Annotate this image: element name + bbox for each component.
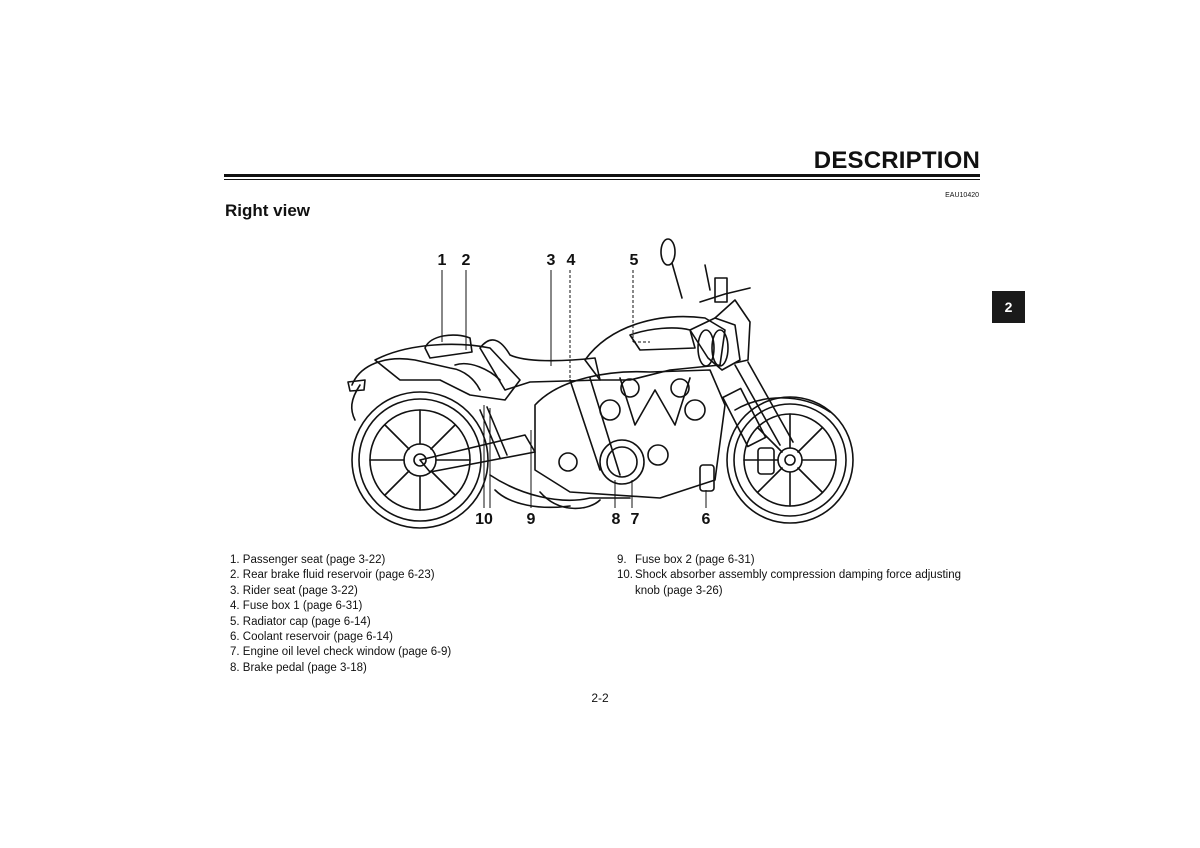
- callout-3: 3: [547, 252, 556, 269]
- legend-item: 7. Engine oil level check window (page 6…: [230, 646, 452, 659]
- legend-item: 5. Radiator cap (page 6-14): [230, 615, 371, 628]
- legend-item: 9.Fuse box 2 (page 6-31): [617, 554, 755, 566]
- callout-labels: 1 2 3 4 5 6 7 8 9 10: [438, 252, 711, 528]
- legend-item: 8. Brake pedal (page 3-18): [230, 661, 367, 674]
- front-wheel-drawing: [726, 396, 854, 524]
- callout-leader-lines: [441, 270, 707, 508]
- legend-item: 10.Shock absorber assembly compression d…: [617, 569, 961, 597]
- legend-item: 4. Fuse box 1 (page 6-31): [230, 600, 363, 613]
- callout-6: 6: [702, 511, 711, 528]
- legend-item: 6. Coolant reservoir (page 6-14): [230, 631, 394, 644]
- callout-2: 2: [462, 252, 471, 269]
- legend-item: 3. Rider seat (page 3-22): [230, 584, 358, 597]
- callout-1: 1: [438, 252, 447, 269]
- section-title: DESCRIPTION: [813, 147, 980, 174]
- chapter-tab: 2: [992, 291, 1025, 323]
- callout-10: 10: [475, 511, 493, 528]
- callout-4: 4: [567, 252, 576, 269]
- subsection-title: Right view: [225, 201, 311, 220]
- parts-legend-right: 9.Fuse box 2 (page 6-31) 10.Shock absorb…: [617, 553, 967, 599]
- callout-8: 8: [612, 511, 621, 528]
- legend-item: 2. Rear brake fluid reservoir (page 6-23…: [230, 569, 435, 582]
- header-rule-thin: [224, 179, 980, 180]
- motorcycle-illustration: 1 2 3 4 5 6 7 8 9 10: [347, 238, 854, 529]
- rear-wheel-drawing: [351, 391, 489, 529]
- page-number: 2-2: [591, 691, 609, 705]
- parts-legend-left: 1. Passenger seat (page 3-22) 2. Rear br…: [230, 553, 590, 676]
- callout-7: 7: [631, 511, 640, 528]
- document-code: EAU10420: [945, 192, 979, 199]
- callout-5: 5: [630, 252, 639, 269]
- header-rule-thick: [224, 174, 980, 177]
- legend-item: 1. Passenger seat (page 3-22): [230, 554, 386, 566]
- motorcycle-right-view-figure: 1 2 3 4 5 6 7 8 9 10: [330, 230, 870, 540]
- callout-9: 9: [527, 511, 536, 528]
